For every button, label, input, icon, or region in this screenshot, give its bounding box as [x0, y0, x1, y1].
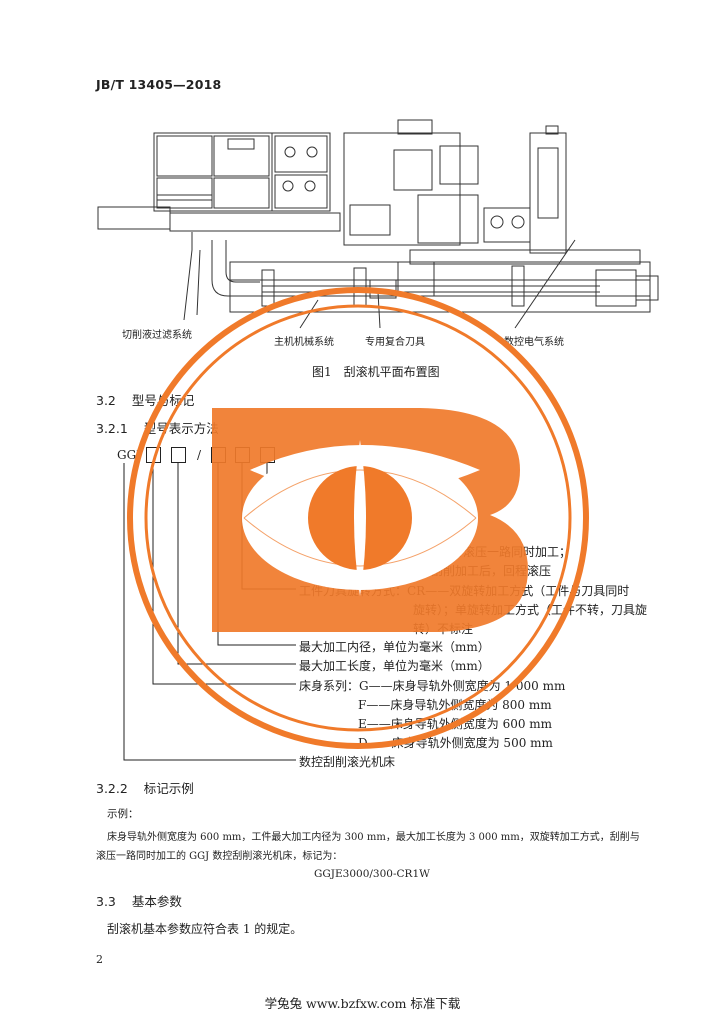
example-line-2: 滚压一路同时加工的 GGJ 数控刮削滚光机床，标记为：	[96, 851, 343, 862]
desc-bed-d: D——床身导轨外侧宽度为 500 mm	[358, 736, 553, 750]
example-marking: GGJE3000/300-CR1W	[314, 868, 430, 880]
standard-code: JB/T 13405—2018	[96, 77, 222, 92]
desc-rotation-1: 工件刀具旋转方式：CR——双旋转加工方式（工件与刀具同时	[299, 584, 630, 598]
desc-bed-g: 床身系列：G——床身导轨外侧宽度为 1 000 mm	[299, 679, 566, 693]
section-number: 3.2.2	[96, 781, 128, 796]
section-title: 标记示例	[143, 781, 194, 796]
section-3-3-heading: 3.3 基本参数	[96, 891, 182, 910]
desc-rotation-3: 转）不标注	[413, 622, 474, 636]
paragraph-3-3: 刮滚机基本参数应符合表 1 的规定。	[107, 922, 303, 936]
desc-tool-mode-2: 2W——刮削加工后，回程滚压	[387, 564, 551, 578]
section-number: 3.2.1	[96, 421, 128, 436]
desc-rotation-2: 旋转）；单旋转加工方式（工件不转，刀具旋	[413, 603, 648, 617]
desc-bed-f: F——床身导轨外侧宽度为 800 mm	[358, 698, 552, 712]
desc-machine-name: 数控刮削滚光机床	[299, 755, 396, 769]
section-3-2-2-heading: 3.2.2 标记示例	[96, 778, 194, 797]
example-label: 示例：	[107, 808, 139, 820]
page-number: 2	[96, 953, 103, 966]
section-number: 3.3	[96, 894, 116, 909]
footer-site-banner[interactable]: 学兔兔 www.bzfxw.com 标准下载	[264, 996, 461, 1011]
example-line-1: 床身导轨外侧宽度为 600 mm，工件最大加工内径为 300 mm，最大加工长度…	[107, 832, 640, 843]
desc-tool-mode-1: 刀具加工方式：1W——刮削与滚压一路同时加工；	[299, 545, 571, 559]
desc-bed-e: E——床身导轨外侧宽度为 600 mm	[358, 717, 553, 731]
desc-max-diameter: 最大加工内径，单位为毫米（mm）	[299, 640, 490, 654]
section-title: 基本参数	[131, 894, 182, 909]
desc-max-length: 最大加工长度，单位为毫米（mm）	[299, 659, 490, 673]
section-number: 3.2	[96, 393, 116, 408]
